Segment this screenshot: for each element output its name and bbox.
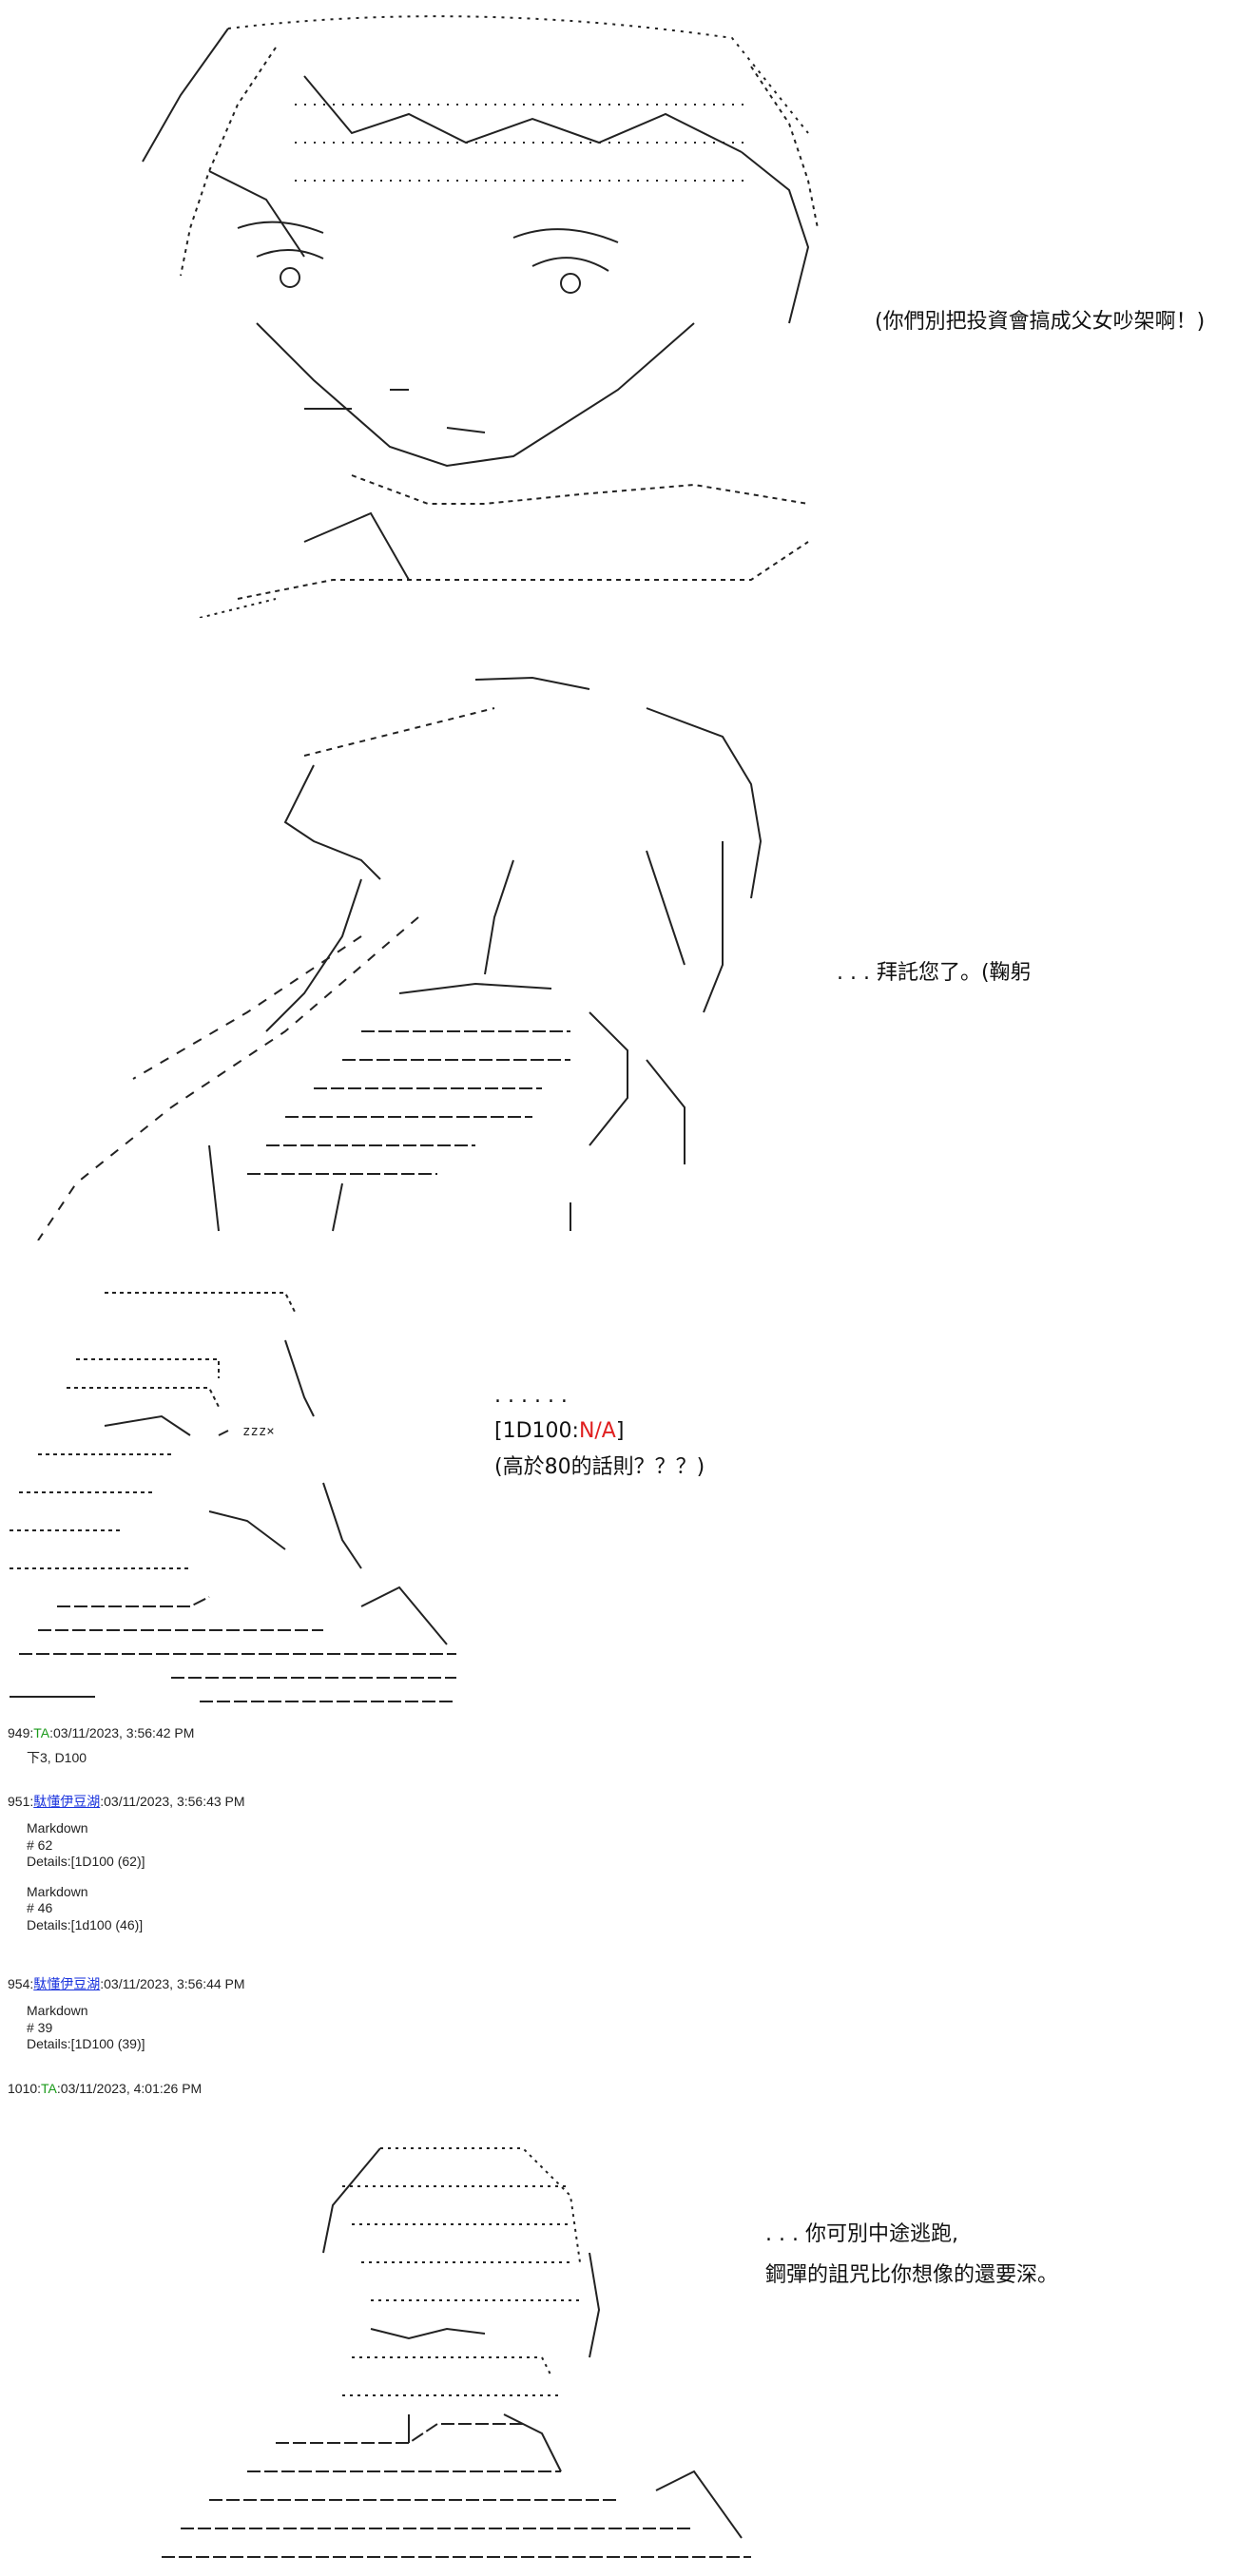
post-header: 1010:TA:03/11/2023, 4:01:26 PM [8,2081,203,2096]
post-list: 949:TA:03/11/2023, 3:56:42 PM 下3, D100 9… [0,1725,1236,2124]
post-header: 951:駄懂伊豆湖:03/11/2023, 3:56:43 PM [8,1794,245,1809]
dialog-panel-2: . . . 拜託您了。(鞠躬 [837,955,1032,990]
dialog-line: . . . 你可別中途逃跑, [765,2222,958,2246]
block-details: Details:[1D100 (39)] [27,2036,145,2051]
block-value: # 62 [27,1836,53,1853]
post-time: 03/11/2023, 3:56:42 PM [53,1725,195,1740]
svg-text:zzz×: zzz× [242,1424,275,1439]
roll-close: ] [615,1419,625,1444]
block-label: Markdown [27,1820,88,1836]
dice-result-block: Markdown # 62 Details:[1D100 (62)] [27,1820,245,1871]
dialog-line: (你們別把投資會搞成父女吵架啊！) [875,310,1206,334]
ascii-art-sleeping-figure: zzz× [0,1264,494,1711]
post-1010: 1010:TA:03/11/2023, 4:01:26 PM [8,2081,202,2096]
block-label: Markdown [27,2003,88,2018]
poster-name: TA [33,1725,50,1740]
panel-2: . . . 拜託您了。(鞠躬 [0,632,1236,1240]
poster-name: TA [41,2081,57,2096]
post-951: 951:駄懂伊豆湖:03/11/2023, 3:56:43 PM Markdow… [8,1792,245,1941]
ascii-art-bowing-figure [0,651,808,1240]
dialog-line: . . . 拜託您了。(鞠躬 [837,961,1032,985]
post-line: 下3, D100 [27,1750,87,1765]
block-value: # 46 [27,1900,53,1915]
panel-3: zzz× . . . . . . [1D100:N/A] (高於80的話則？？？… [0,1255,1236,1711]
dialog-line: 鋼彈的詛咒比你想像的還要深。 [765,2262,1059,2287]
dice-result-block: Markdown # 39 Details:[1D100 (39)] [27,2003,245,2053]
dialog-line: . . . . . . [494,1384,568,1408]
dialog-panel-1: (你們別把投資會搞成父女吵架啊！) [875,304,1205,339]
post-number: 1010 [8,2081,38,2096]
panel-4: . . . 你可別中途逃跑, 鋼彈的詛咒比你想像的還要深。 [0,2120,1236,2576]
roll-open: [1D100: [494,1419,579,1444]
poster-name-link[interactable]: 駄懂伊豆湖 [33,1976,101,1991]
post-body: Markdown # 39 Details:[1D100 (39)] [27,2003,245,2053]
post-body: Markdown # 62 Details:[1D100 (62)] Markd… [27,1820,245,1933]
block-value: # 39 [27,2019,53,2035]
ascii-art-standing-figure [124,2129,789,2566]
dialog-line: (高於80的話則？？？) [494,1454,705,1479]
post-number: 954 [8,1976,30,1991]
poster-name-link[interactable]: 駄懂伊豆湖 [33,1794,101,1809]
panel-1: (你們別把投資會搞成父女吵架啊！) [0,0,1236,618]
post-949: 949:TA:03/11/2023, 3:56:42 PM 下3, D100 [8,1725,194,1775]
post-time: 03/11/2023, 3:56:43 PM [104,1794,245,1809]
block-label: Markdown [27,1883,88,1899]
block-details: Details:[1D100 (62)] [27,1854,145,1869]
post-time: 03/11/2023, 4:01:26 PM [60,2081,203,2096]
dialog-panel-3: . . . . . . [1D100:N/A] (高於80的話則？？？) [494,1378,705,1485]
post-954: 954:駄懂伊豆湖:03/11/2023, 3:56:44 PM Markdow… [8,1974,245,2061]
dialog-panel-4: . . . 你可別中途逃跑, 鋼彈的詛咒比你想像的還要深。 [765,2215,1058,2297]
post-number: 949 [8,1725,30,1740]
dice-result-block: Markdown # 46 Details:[1d100 (46)] [27,1884,245,1934]
post-time: 03/11/2023, 3:56:44 PM [104,1976,245,1991]
roll-value: N/A [578,1419,616,1444]
dice-roll-line: [1D100:N/A] [494,1413,705,1449]
block-details: Details:[1d100 (46)] [27,1916,144,1932]
post-header: 949:TA:03/11/2023, 3:56:42 PM [8,1725,195,1740]
post-number: 951 [8,1794,30,1809]
post-header: 954:駄懂伊豆湖:03/11/2023, 3:56:44 PM [8,1976,245,1991]
ascii-art-girl-face [86,10,894,618]
post-body: 下3, D100 [27,1750,194,1767]
